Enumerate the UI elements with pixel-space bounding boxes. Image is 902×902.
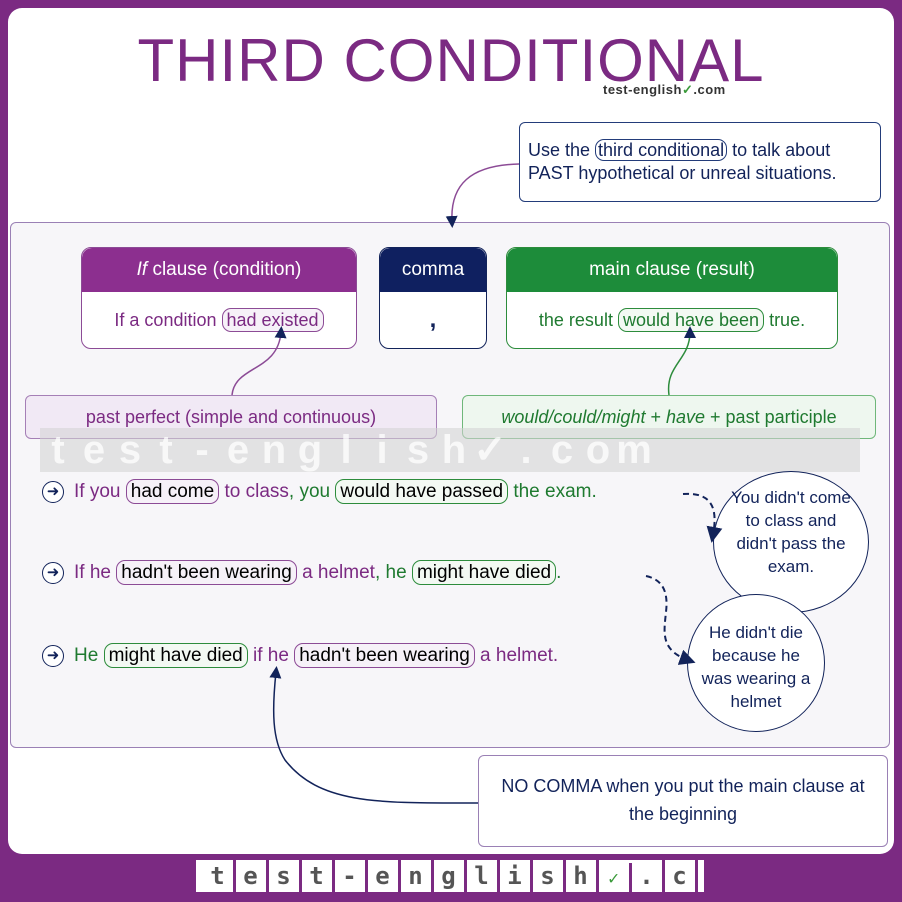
example-1-part: to class — [219, 481, 289, 503]
watermark-letter: c — [550, 428, 574, 472]
example-1-if-verb: had come — [125, 479, 220, 505]
watermark-letter: ✓ — [473, 428, 507, 472]
watermark-letter: o — [585, 428, 611, 472]
modal-plus: + — [645, 407, 666, 427]
watermark-letter: t — [159, 428, 173, 472]
example-1-part: , you — [288, 481, 336, 503]
modal-participle: + past participle — [705, 407, 837, 427]
main-clause-box: main clause (result) the result would ha… — [506, 247, 838, 349]
bubble-2-connector — [645, 575, 696, 665]
footer-logo-letter: s — [269, 860, 302, 892]
example-2-part: If he — [74, 562, 117, 584]
watermark-letter: n — [261, 428, 287, 472]
watermark-letter: h — [441, 428, 467, 472]
logo-suffix: com — [697, 82, 726, 97]
footer-logo-letter: ✓ — [599, 863, 632, 895]
watermark-letter: - — [195, 428, 209, 472]
example-2-part: , he — [374, 562, 412, 584]
watermark-letter: e — [226, 428, 250, 472]
watermark-letter: i — [376, 428, 388, 472]
comma-box: comma , — [379, 247, 487, 349]
if-clause-highlight: had existed — [221, 308, 324, 332]
footer-logo-letter: t — [203, 860, 236, 892]
example-3-part: if he — [247, 645, 295, 667]
footer-logo-letter: . — [632, 860, 665, 892]
main-clause-body-before: the result — [538, 310, 618, 330]
footer-logo-letter: o — [417, 895, 450, 902]
if-word: If — [136, 259, 148, 280]
main-clause-body: the result would have been true. — [507, 292, 837, 348]
example-2-part: . — [556, 562, 562, 584]
watermark-letter: . — [520, 428, 532, 472]
modal-have: have — [665, 407, 706, 427]
logo-text: test-english — [603, 82, 682, 97]
check-icon: ✓ — [681, 82, 694, 97]
if-clause-header-rest: clause (condition) — [147, 259, 302, 280]
footer-logo-letter: g — [434, 860, 467, 892]
footer-logo-letter: m — [450, 895, 483, 902]
main-clause-body-after: true. — [764, 310, 806, 330]
footer-logo-letter: i — [500, 860, 533, 892]
intro-text-after: to talk about PAST hypothetical or unrea… — [528, 140, 837, 183]
footer-logo-letter: e — [236, 860, 269, 892]
intro-text-before: Use the — [528, 140, 596, 160]
past-perfect-connector — [231, 326, 287, 396]
watermark-letter: s — [118, 428, 142, 472]
example-2-part: a helmet — [296, 562, 375, 584]
footer-logo-letter: s — [533, 860, 566, 892]
watermark-letter: t — [51, 428, 65, 472]
no-comma-note: NO COMMA when you put the main clause at… — [478, 755, 888, 847]
example-2: ➜If he hadn't been wearing a helmet, he … — [42, 560, 562, 586]
example-1-part: the exam. — [508, 481, 597, 503]
example-3-part: a helmet. — [474, 645, 559, 667]
example-1: ➜ If you had come to class, you would hav… — [42, 479, 597, 505]
if-clause-body: If a condition had existed — [82, 292, 356, 348]
watermark-letter: e — [82, 428, 106, 472]
watermark-letter: l — [340, 428, 352, 472]
footer-logo-letter: t — [302, 860, 335, 892]
footer-logo: test-english✓.com — [196, 860, 704, 902]
site-logo-small: test-english✓.com — [603, 82, 726, 97]
example-3-main-verb: might have died — [103, 643, 248, 669]
example-2-main-verb: might have died — [411, 560, 557, 586]
if-clause-box: If clause (condition) If a condition had… — [81, 247, 357, 349]
meaning-bubble-2: He didn't die because he was wearing a h… — [687, 594, 825, 732]
footer-logo-letter: e — [368, 860, 401, 892]
intro-connector — [445, 163, 520, 228]
comma-body: , — [429, 306, 437, 333]
arrow-right-icon: ➜ — [42, 562, 64, 584]
modal-connector — [667, 326, 696, 396]
watermark-band — [40, 428, 860, 472]
page-title: THIRD CONDITIONAL — [137, 27, 765, 94]
no-comma-connector — [269, 666, 479, 804]
comma-header: comma — [380, 248, 486, 292]
example-2-if-verb: hadn't been wearing — [116, 560, 297, 586]
footer-logo-letter: h — [566, 860, 599, 892]
bubble-1-connector — [682, 492, 723, 543]
watermark-letter: m — [616, 428, 652, 472]
watermark-letter: g — [297, 428, 323, 472]
example-3: ➜ He might have died if he hadn't been we… — [42, 643, 559, 669]
arrow-right-icon: ➜ — [42, 481, 64, 503]
intro-highlight: third conditional — [595, 139, 728, 161]
if-clause-header: If clause (condition) — [82, 248, 356, 292]
intro-box: Use the third conditional to talk about … — [519, 122, 881, 202]
example-1-main-verb: would have passed — [335, 479, 509, 505]
meaning-bubble-1: You didn't come to class and didn't pass… — [713, 471, 869, 613]
modal-words: would/could/might — [501, 407, 646, 427]
arrow-right-icon: ➜ — [42, 645, 64, 667]
footer-logo-letter: n — [401, 860, 434, 892]
example-1-part: If you — [74, 481, 126, 503]
example-3-part: He — [74, 645, 104, 667]
main-clause-header: main clause (result) — [507, 248, 837, 292]
footer-logo-letter: c — [665, 860, 698, 892]
watermark-letter: s — [406, 428, 430, 472]
footer-logo-letter: l — [467, 860, 500, 892]
if-clause-body-text: If a condition — [114, 310, 222, 330]
main-clause-highlight: would have been — [617, 308, 765, 332]
example-3-if-verb: hadn't been wearing — [294, 643, 475, 669]
footer-logo-letter: - — [335, 860, 368, 892]
